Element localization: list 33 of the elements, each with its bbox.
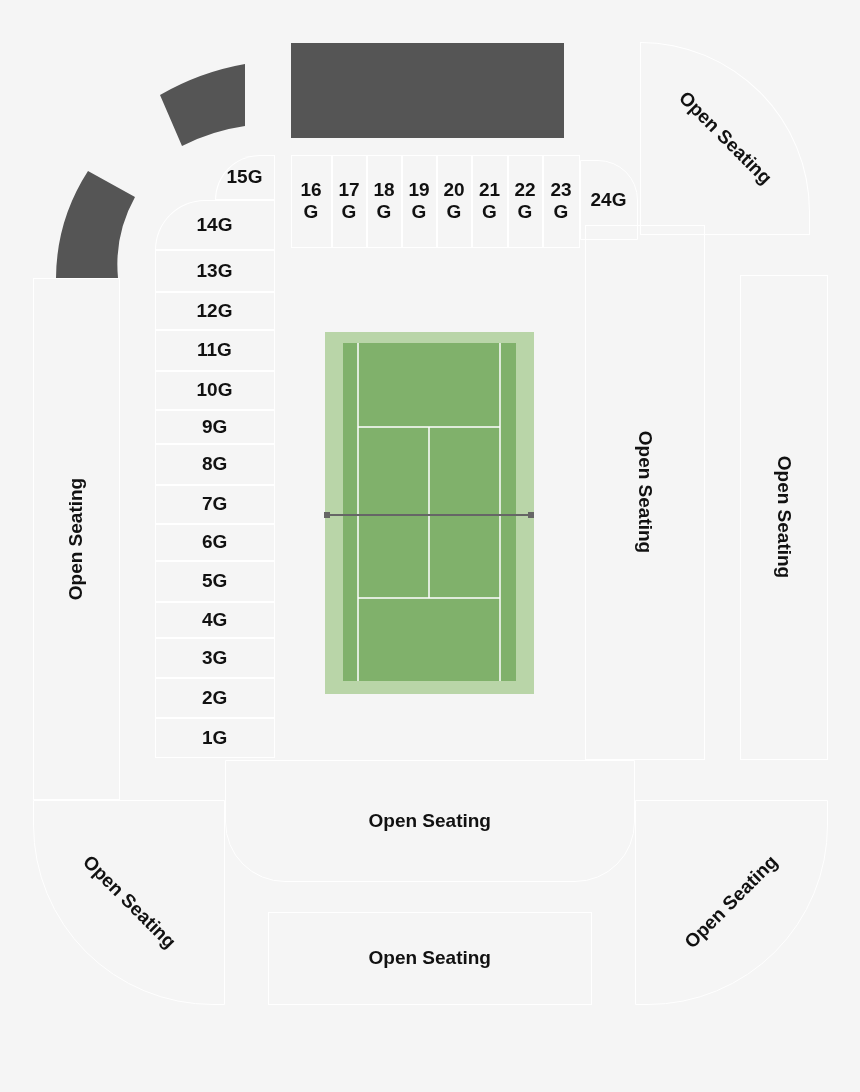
section-label: Open Seating — [772, 455, 795, 579]
section-label: 9G — [202, 415, 228, 438]
section-label: Open Seating — [65, 477, 88, 600]
section-label: 11G — [197, 339, 232, 361]
section-label: 20 G — [442, 179, 466, 223]
section-label: 15G — [226, 166, 263, 188]
seating-section — [33, 278, 120, 800]
section-label: 7G — [202, 493, 228, 515]
section-label: Open Seating — [368, 809, 491, 832]
stage-block — [291, 43, 564, 138]
section-label: 16 G — [299, 179, 323, 223]
section-label: 13G — [196, 259, 233, 282]
section-label: 4G — [202, 608, 228, 631]
section-label: Open Seating — [368, 947, 491, 969]
section-label: 10G — [196, 379, 233, 401]
section-label: 14G — [196, 213, 233, 236]
seating-block — [160, 64, 245, 146]
section-label: 12G — [196, 299, 233, 322]
section-label: 8G — [202, 453, 228, 475]
section-label: 19 G — [407, 179, 431, 223]
section-label: 22 G — [513, 179, 537, 223]
section-label: Open Seating — [633, 430, 656, 554]
section-label: 3G — [202, 646, 228, 669]
section-label: 5G — [202, 570, 228, 592]
section-label: 24G — [590, 188, 627, 211]
section-label: 2G — [202, 686, 228, 709]
section-label: 23 G — [549, 179, 573, 223]
section-label: 6G — [202, 531, 228, 553]
seating-block — [56, 171, 135, 278]
section-label: 21 G — [477, 179, 502, 223]
section-label: 1G — [202, 726, 228, 749]
section-label: 18 G — [372, 179, 396, 223]
section-label: 17 G — [337, 179, 361, 223]
